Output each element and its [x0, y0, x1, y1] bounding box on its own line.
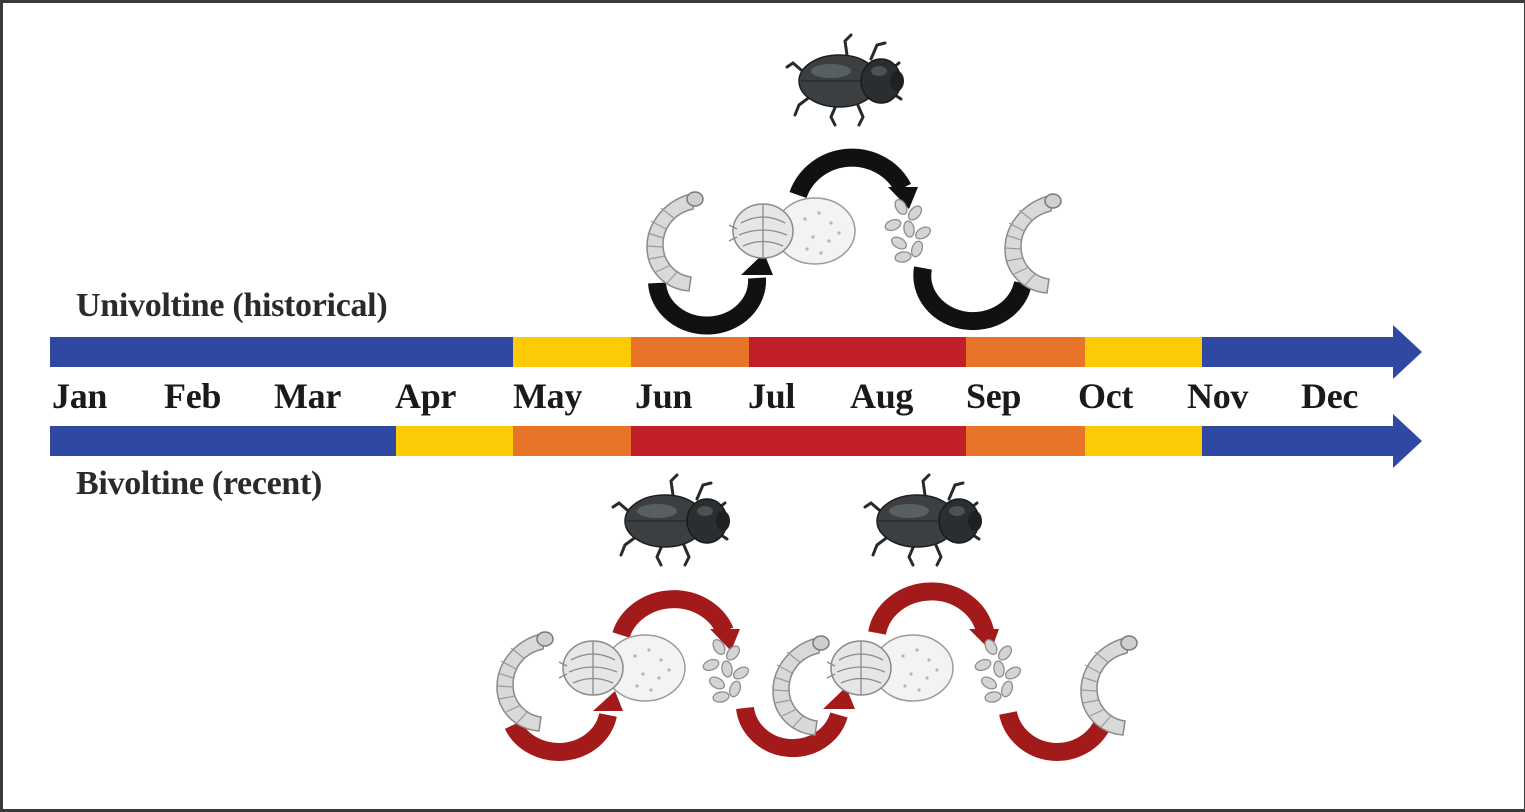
bivoltine-label: Bivoltine (recent)	[76, 465, 322, 503]
larva-icon	[1081, 636, 1137, 735]
month-label-mar: Mar	[274, 375, 341, 417]
bivoltine-segment-medium	[513, 426, 631, 456]
univoltine-segment-low	[1085, 337, 1202, 367]
larva-icon	[497, 632, 553, 731]
univoltine-segment-inactive	[50, 337, 513, 367]
adult-beetle-icon	[613, 475, 730, 565]
bivoltine-arrowhead	[1393, 414, 1422, 468]
adult-to-eggs-arrow-2	[877, 591, 985, 633]
pupa-icon	[559, 635, 685, 701]
bivoltine-segment-medium	[966, 426, 1085, 456]
bivoltine-segment-low	[396, 426, 513, 456]
month-label-sep: Sep	[966, 375, 1021, 417]
univoltine-segment-medium	[631, 337, 749, 367]
month-label-dec: Dec	[1301, 375, 1358, 417]
month-label-aug: Aug	[850, 375, 913, 417]
eggs-to-larva-arrow-2	[1008, 713, 1103, 752]
month-label-jul: Jul	[748, 375, 795, 417]
univoltine-segment-inactive	[1202, 337, 1395, 367]
larva-icon	[647, 192, 703, 291]
bivoltine-lifecycle-stages	[497, 475, 1137, 735]
univoltine-segment-medium	[966, 337, 1085, 367]
eggs-icon	[974, 638, 1023, 704]
month-label-oct: Oct	[1078, 375, 1133, 417]
univoltine-arrowhead	[1393, 325, 1422, 379]
month-label-feb: Feb	[164, 375, 221, 417]
month-label-apr: Apr	[395, 375, 456, 417]
adult-to-eggs-arrow-1	[621, 599, 725, 635]
adult-beetle-icon	[865, 475, 982, 565]
univoltine-segment-low	[513, 337, 631, 367]
univoltine-segment-high	[749, 337, 966, 367]
bivoltine-segment-low	[1085, 426, 1202, 456]
larva-icon	[1005, 194, 1061, 293]
adult-beetle-icon	[787, 35, 904, 125]
month-label-jun: Jun	[635, 375, 692, 417]
bivoltine-timeline	[50, 414, 1422, 468]
adult-to-eggs-arrow	[798, 158, 903, 195]
month-label-nov: Nov	[1187, 375, 1248, 417]
bivoltine-segment-high	[631, 426, 966, 456]
month-label-may: May	[513, 375, 582, 417]
bivoltine-segment-inactive	[50, 426, 396, 456]
eggs-to-larva-arrow	[922, 268, 1023, 321]
univoltine-label: Univoltine (historical)	[76, 287, 387, 325]
larva-icon	[773, 636, 829, 735]
month-label-jan: Jan	[52, 375, 107, 417]
univoltine-timeline	[50, 325, 1422, 379]
pupa-icon	[827, 635, 953, 701]
bivoltine-segment-inactive	[1202, 426, 1395, 456]
eggs-icon	[702, 638, 751, 704]
pupa-icon	[729, 198, 855, 264]
